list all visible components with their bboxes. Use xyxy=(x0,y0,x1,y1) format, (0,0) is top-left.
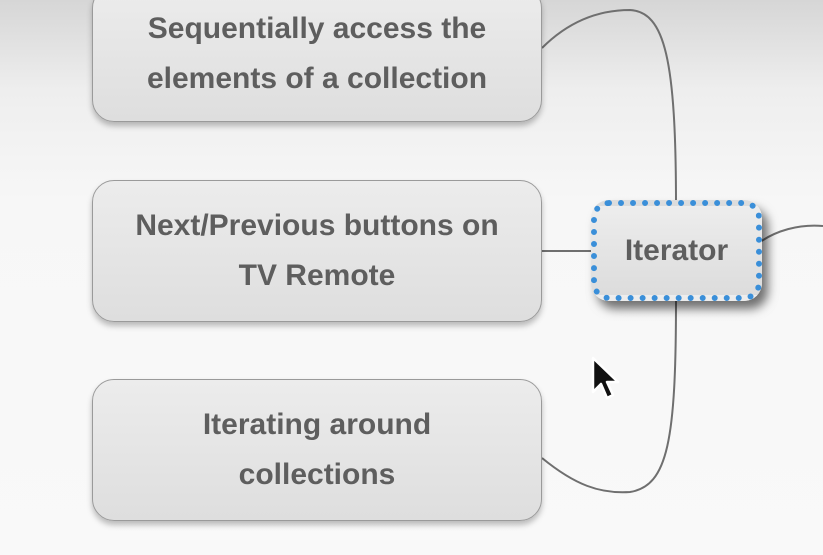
topic-node-sequential-access[interactable]: Sequentially access the elements of a co… xyxy=(92,0,542,122)
topic-node-line: Sequentially access the xyxy=(147,12,487,45)
topic-node-text: Iterating around collections xyxy=(203,400,431,500)
topic-node-text: Sequentially access the elements of a co… xyxy=(147,4,487,104)
topic-node-line: collections xyxy=(238,458,396,491)
connector-right xyxy=(755,224,823,246)
topic-node-tv-remote[interactable]: Next/Previous buttons on TV Remote xyxy=(92,180,542,322)
mouse-pointer-icon xyxy=(591,356,620,400)
central-topic-node[interactable]: Iterator xyxy=(591,200,762,301)
topic-node-line: Iterating around xyxy=(202,408,432,441)
central-topic-label: Iterator xyxy=(624,233,729,267)
topic-node-line: elements of a collection xyxy=(146,62,488,95)
topic-node-text: Next/Previous buttons on TV Remote xyxy=(135,201,498,301)
topic-node-iterating-collections[interactable]: Iterating around collections xyxy=(92,379,542,521)
connector-bottom xyxy=(541,299,677,494)
connector-top xyxy=(541,8,677,206)
topic-node-line: TV Remote xyxy=(238,259,396,292)
topic-node-line: Next/Previous buttons on xyxy=(135,209,499,242)
